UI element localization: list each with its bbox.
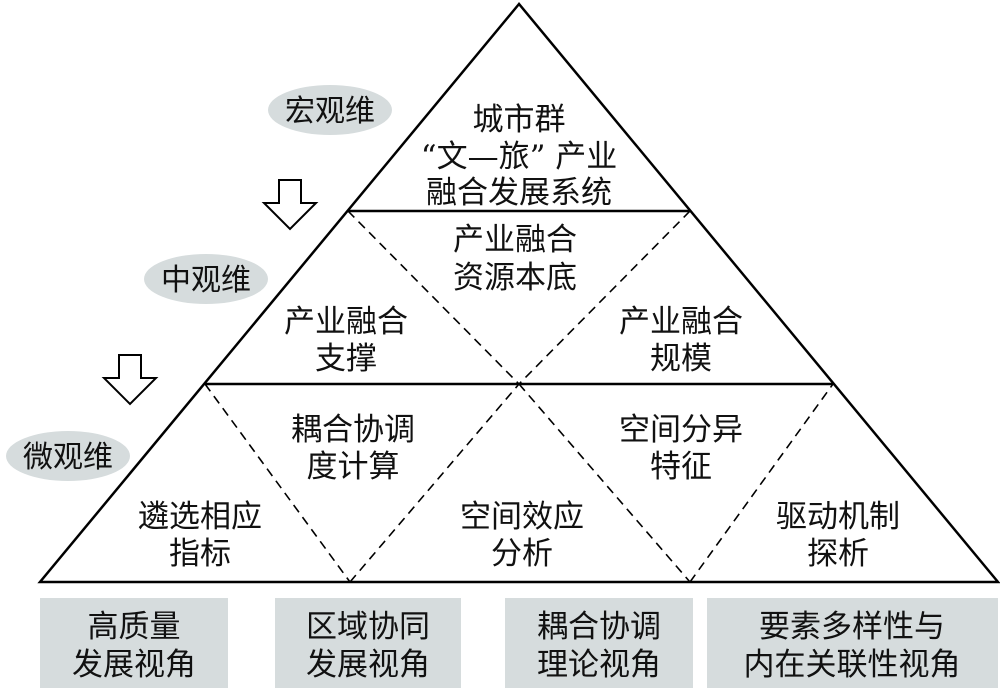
down-arrow-icon	[101, 354, 159, 406]
perspective-2-line-2: 发展视角	[306, 647, 430, 683]
down-arrow-icon	[261, 179, 319, 231]
perspective-box-1	[40, 598, 228, 688]
top-line-3: 融合发展系统	[426, 175, 612, 211]
bottom-inner-right-line-2: 特征	[650, 449, 712, 485]
bottom-inner-left-line-1: 耦合协调	[291, 412, 415, 448]
perspective-3-line-1: 耦合协调	[537, 609, 661, 645]
bottom-outer-right-line-1: 驱动机制	[776, 499, 900, 535]
meso-level-badge	[144, 254, 268, 304]
macro-level-label: 宏观维	[285, 94, 375, 129]
bottom-dashed-1	[204, 383, 351, 583]
perspective-box-2	[275, 598, 461, 688]
middle-right-line-1: 产业融合	[619, 304, 743, 340]
middle-left-line-2: 支撑	[315, 341, 377, 377]
bottom-outer-right-line-2: 探析	[807, 536, 869, 572]
middle-left-line-1: 产业融合	[284, 304, 408, 340]
middle-right-line-2: 规模	[650, 341, 712, 377]
perspective-4-line-1: 要素多样性与	[759, 609, 945, 645]
bottom-center-line-1: 空间效应	[460, 499, 584, 535]
bottom-dashed-2	[349, 383, 520, 583]
bottom-outer-left-line-2: 指标	[169, 536, 231, 572]
bottom-inner-right-line-1: 空间分异	[619, 412, 743, 448]
middle-dashed-right	[518, 210, 691, 385]
middle-center-line-2: 资源本底	[453, 260, 577, 296]
perspective-1-line-2: 发展视角	[72, 647, 196, 683]
bottom-dashed-3	[518, 383, 691, 583]
perspective-4-line-2: 内在关联性视角	[744, 647, 961, 683]
macro-level-badge	[268, 85, 392, 135]
middle-dashed-left	[347, 210, 520, 385]
perspective-box-3	[505, 598, 693, 688]
micro-level-label: 微观维	[23, 440, 113, 475]
pyramid-outline	[37, 2, 1000, 584]
perspective-3-line-2: 理论视角	[537, 647, 661, 683]
top-line-2: “文—旅” 产业	[421, 139, 618, 175]
perspective-2-line-1: 区域协同	[306, 609, 430, 645]
bottom-outer-left-line-1: 遴选相应	[138, 499, 262, 535]
bottom-dashed-4	[689, 383, 834, 583]
top-line-1: 城市群	[473, 102, 566, 138]
middle-center-line-1: 产业融合	[453, 222, 577, 258]
perspective-1-line-1: 高质量	[88, 609, 181, 645]
perspective-box-4	[707, 598, 998, 688]
meso-level-label: 中观维	[161, 263, 251, 298]
micro-level-badge	[6, 431, 130, 481]
bottom-inner-left-line-2: 度计算	[307, 449, 400, 485]
bottom-center-line-2: 分析	[491, 536, 553, 572]
